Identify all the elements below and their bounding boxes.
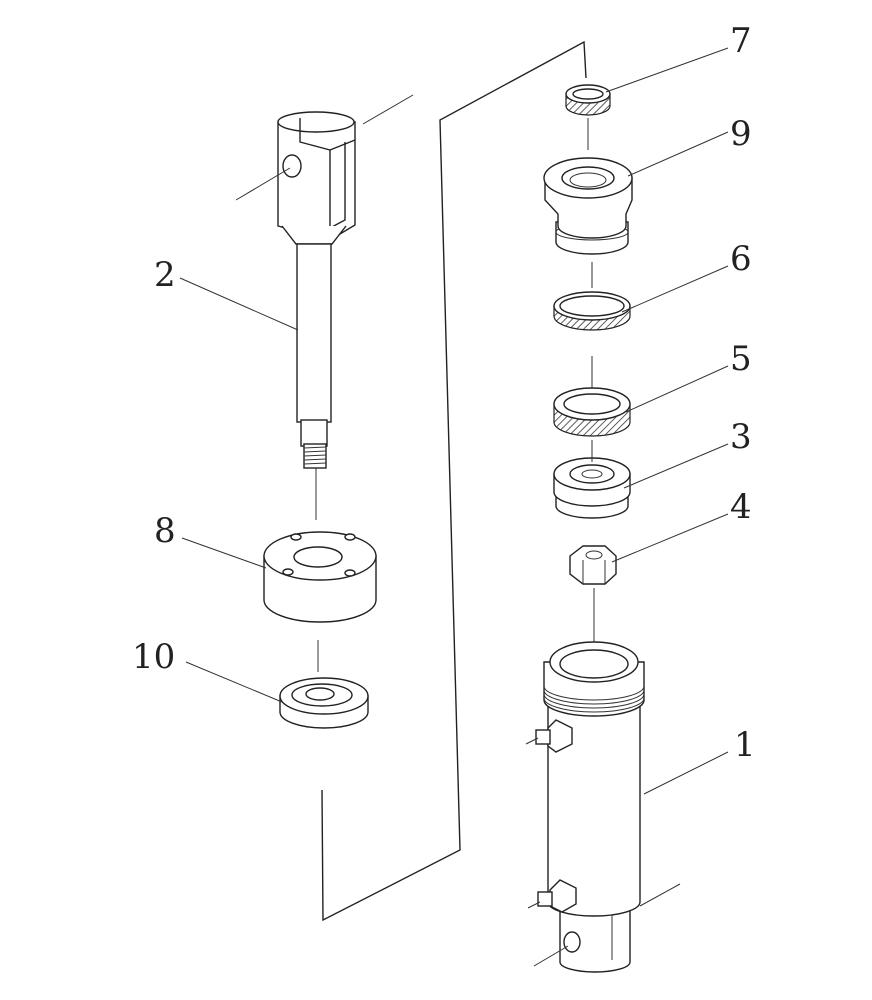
- callout-1: 1: [734, 725, 756, 765]
- callout-10: 10: [132, 637, 175, 677]
- part-6-thin-ring: [553, 291, 631, 388]
- callout-4: 4: [730, 487, 752, 527]
- assembly-path-line: [321, 40, 587, 922]
- callout-6: 6: [730, 239, 752, 279]
- part-8-flange-disc: [263, 531, 377, 672]
- callout-5: 5: [730, 339, 752, 379]
- part-7-small-ring: [565, 84, 611, 150]
- callout-8: 8: [154, 511, 176, 551]
- part-5-thick-ring: [553, 387, 631, 437]
- part-4-hex-nut: [569, 545, 617, 650]
- part-9-gland-cap: [543, 157, 633, 288]
- part-1-cylinder-body: [525, 641, 681, 973]
- callout-3: 3: [730, 417, 752, 457]
- part-10-seal-ring: [279, 677, 369, 729]
- part-3-piston: [553, 440, 631, 519]
- callout-7: 7: [730, 21, 752, 61]
- callout-2: 2: [154, 255, 176, 295]
- callout-9: 9: [730, 114, 752, 154]
- leader-lines: [179, 47, 729, 795]
- part-2-piston-rod: [235, 94, 414, 520]
- callout-labels: 7 9 6 5 3 4 1 2 8 10: [132, 21, 756, 765]
